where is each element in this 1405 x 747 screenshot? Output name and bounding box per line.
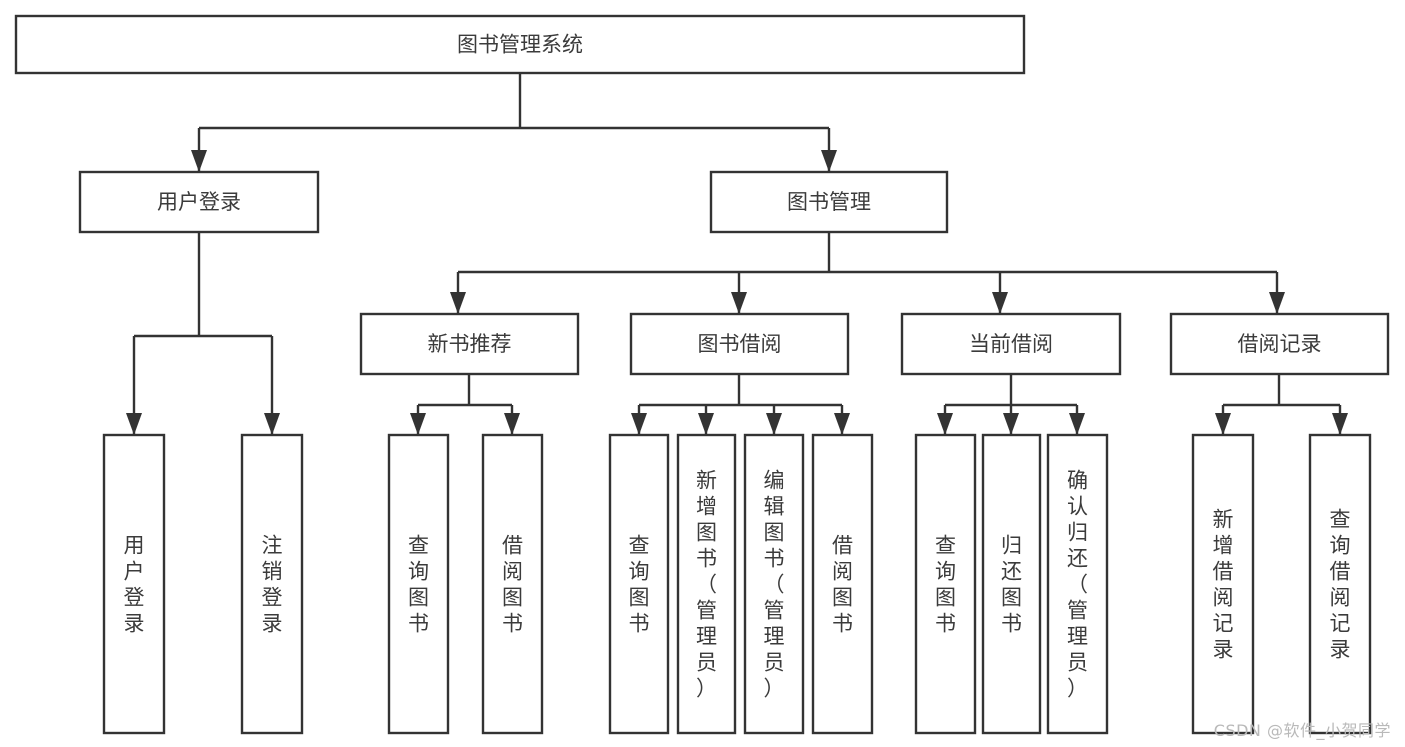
node-leaf-1[interactable]: 注销登录 — [240, 433, 304, 735]
node-leaf-11-label: 新增借阅记录 — [1213, 507, 1234, 661]
node-leaf-9[interactable]: 归还图书 — [981, 433, 1042, 735]
node-root-box[interactable] — [14, 14, 1026, 75]
arrow-head-icon — [731, 292, 747, 314]
arrow-head-icon — [450, 292, 466, 314]
node-leaf-9-label: 归还图书 — [1001, 533, 1022, 635]
node-leaf-6-label: 编辑图书（管理员） — [764, 468, 785, 700]
node-leaf-10[interactable]: 确认归还（管理员） — [1046, 433, 1109, 735]
node-level2-1-box[interactable] — [709, 170, 949, 234]
node-leaf-4[interactable]: 查询图书 — [608, 433, 670, 735]
arrow-head-icon — [631, 413, 647, 435]
arrow-head-icon — [1215, 413, 1231, 435]
node-level2-0[interactable]: 用户登录 — [78, 170, 320, 234]
arrow-head-icon — [821, 150, 837, 172]
node-level3-0[interactable]: 新书推荐 — [359, 312, 580, 376]
node-level2-0-box[interactable] — [78, 170, 320, 234]
node-leaf-5-label: 新增图书（管理员） — [696, 468, 717, 700]
node-leaf-0[interactable]: 用户登录 — [102, 433, 166, 735]
node-leaf-8-label: 查询图书 — [935, 533, 956, 635]
node-level3-2-label: 当前借阅 — [969, 332, 1053, 356]
arrow-head-icon — [937, 413, 953, 435]
node-level3-3-box[interactable] — [1169, 312, 1390, 376]
arrow-head-icon — [766, 413, 782, 435]
node-level3-3[interactable]: 借阅记录 — [1169, 312, 1390, 376]
node-leaf-12-box[interactable] — [1308, 433, 1372, 735]
nodes-layer: 图书管理系统用户登录图书管理新书推荐图书借阅当前借阅借阅记录用户登录注销登录查询… — [14, 14, 1390, 735]
node-leaf-7[interactable]: 借阅图书 — [811, 433, 874, 735]
node-leaf-12[interactable]: 查询借阅记录 — [1308, 433, 1372, 735]
node-leaf-1-label: 注销登录 — [262, 533, 283, 635]
node-leaf-9-box[interactable] — [981, 433, 1042, 735]
node-leaf-7-box[interactable] — [811, 433, 874, 735]
arrow-head-icon — [1269, 292, 1285, 314]
node-leaf-4-box[interactable] — [608, 433, 670, 735]
node-leaf-3-box[interactable] — [481, 433, 544, 735]
node-level3-3-label: 借阅记录 — [1238, 332, 1322, 356]
node-level3-0-box[interactable] — [359, 312, 580, 376]
node-leaf-3-label: 借阅图书 — [502, 533, 523, 635]
node-leaf-2-box[interactable] — [387, 433, 450, 735]
arrow-head-icon — [504, 413, 520, 435]
arrow-head-icon — [834, 413, 850, 435]
node-leaf-10-label: 确认归还（管理员） — [1067, 468, 1088, 700]
arrow-head-icon — [698, 413, 714, 435]
node-leaf-6-box[interactable] — [743, 433, 805, 735]
node-level2-1[interactable]: 图书管理 — [709, 170, 949, 234]
node-leaf-8[interactable]: 查询图书 — [914, 433, 977, 735]
node-leaf-0-label: 用户登录 — [124, 533, 145, 635]
node-leaf-2-label: 查询图书 — [408, 533, 429, 635]
node-level3-1-box[interactable] — [629, 312, 850, 376]
arrow-head-icon — [191, 150, 207, 172]
arrow-head-icon — [1332, 413, 1348, 435]
node-level3-0-label: 新书推荐 — [428, 332, 512, 356]
node-leaf-10-box[interactable] — [1046, 433, 1109, 735]
node-leaf-11[interactable]: 新增借阅记录 — [1191, 433, 1255, 735]
node-leaf-4-label: 查询图书 — [629, 533, 650, 635]
node-level2-1-label: 图书管理 — [787, 190, 871, 214]
node-root-label: 图书管理系统 — [457, 33, 583, 57]
node-leaf-3[interactable]: 借阅图书 — [481, 433, 544, 735]
node-level3-1-label: 图书借阅 — [698, 332, 782, 356]
arrow-head-icon — [1069, 413, 1085, 435]
node-leaf-2[interactable]: 查询图书 — [387, 433, 450, 735]
node-leaf-5[interactable]: 新增图书（管理员） — [676, 433, 737, 735]
edges-layer — [126, 73, 1348, 435]
node-level3-2-box[interactable] — [900, 312, 1122, 376]
node-leaf-8-box[interactable] — [914, 433, 977, 735]
node-leaf-1-box[interactable] — [240, 433, 304, 735]
arrow-head-icon — [1003, 413, 1019, 435]
node-level3-1[interactable]: 图书借阅 — [629, 312, 850, 376]
node-leaf-5-box[interactable] — [676, 433, 737, 735]
node-level2-0-label: 用户登录 — [157, 190, 241, 214]
node-level3-2[interactable]: 当前借阅 — [900, 312, 1122, 376]
arrow-head-icon — [410, 413, 426, 435]
node-leaf-0-box[interactable] — [102, 433, 166, 735]
arrow-head-icon — [126, 413, 142, 435]
node-leaf-11-box[interactable] — [1191, 433, 1255, 735]
node-leaf-7-label: 借阅图书 — [832, 533, 853, 635]
node-leaf-12-label: 查询借阅记录 — [1330, 507, 1351, 661]
arrow-head-icon — [264, 413, 280, 435]
arrow-head-icon — [992, 292, 1008, 314]
node-root[interactable]: 图书管理系统 — [14, 14, 1026, 75]
node-leaf-6[interactable]: 编辑图书（管理员） — [743, 433, 805, 735]
